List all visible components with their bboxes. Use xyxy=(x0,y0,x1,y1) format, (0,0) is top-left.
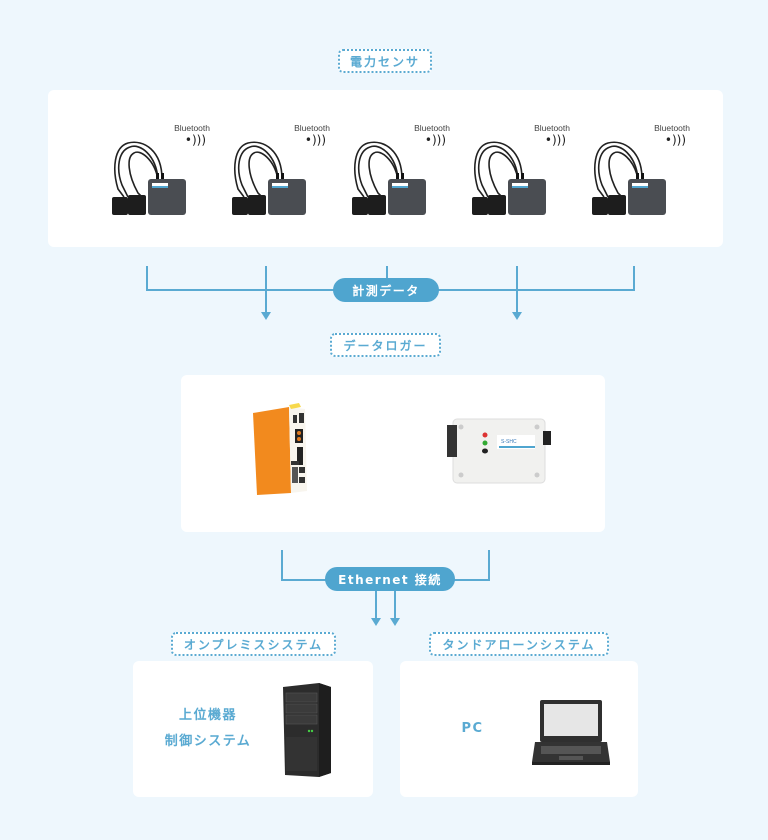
measurement-data-pill: 計測データ xyxy=(333,278,439,302)
standalone-system-tag: タンドアローンシステム xyxy=(429,632,609,656)
arrow-down-icon xyxy=(371,618,381,626)
bluetooth-label: Bluetooth xyxy=(654,123,690,133)
pc-label: PC xyxy=(461,721,484,736)
power-sensor-device-icon xyxy=(112,141,186,215)
orange-logger-device xyxy=(253,403,307,495)
on-premise-system-tag: オンプレミスシステム xyxy=(171,632,336,656)
bluetooth-label: Bluetooth xyxy=(174,123,210,133)
wireless-signal-icon: •))) xyxy=(304,133,326,147)
bluetooth-label: Bluetooth xyxy=(414,123,450,133)
wireless-signal-icon: •))) xyxy=(664,133,686,147)
bluetooth-label: Bluetooth xyxy=(294,123,330,133)
power-sensor: Bluetooth•))) xyxy=(350,123,450,223)
power-sensor: Bluetooth•))) xyxy=(470,123,570,223)
on-premise-label-line1: 上位機器 xyxy=(178,708,237,723)
wireless-signal-icon: •))) xyxy=(424,133,446,147)
tower-server-icon xyxy=(283,683,331,777)
power-sensor-tag: 電力センサ xyxy=(338,49,432,73)
power-sensor-device-icon xyxy=(592,141,666,215)
ethernet-pill: Ethernet 接続 xyxy=(325,567,455,591)
wireless-signal-icon: •))) xyxy=(544,133,566,147)
arrow-down-icon xyxy=(261,312,271,320)
power-sensor: Bluetooth•))) xyxy=(110,123,210,223)
on-premise-label: 上位機器 制御システム xyxy=(153,703,263,755)
white-logger-device: S-SHC xyxy=(447,418,551,484)
data-logger-tag: データロガー xyxy=(330,333,441,357)
logger-panel: S-SHC xyxy=(181,375,605,532)
wireless-signal-icon: •))) xyxy=(184,133,206,147)
bluetooth-label: Bluetooth xyxy=(534,123,570,133)
power-sensor: Bluetooth•))) xyxy=(590,123,690,223)
on-premise-panel: 上位機器 制御システム xyxy=(133,661,373,797)
on-premise-label-line2: 制御システム xyxy=(164,734,252,749)
svg-text:S-SHC: S-SHC xyxy=(501,439,517,445)
power-sensor-device-icon xyxy=(232,141,306,215)
laptop-icon xyxy=(532,700,610,765)
power-sensor-device-icon xyxy=(472,141,546,215)
power-sensor-device-icon xyxy=(352,141,426,215)
standalone-panel: PC xyxy=(400,661,638,797)
arrow-down-icon xyxy=(512,312,522,320)
power-sensor: Bluetooth•))) xyxy=(230,123,330,223)
arrow-down-icon xyxy=(390,618,400,626)
sensors-panel: Bluetooth•)))Bluetooth•)))Bluetooth•)))B… xyxy=(48,90,723,247)
